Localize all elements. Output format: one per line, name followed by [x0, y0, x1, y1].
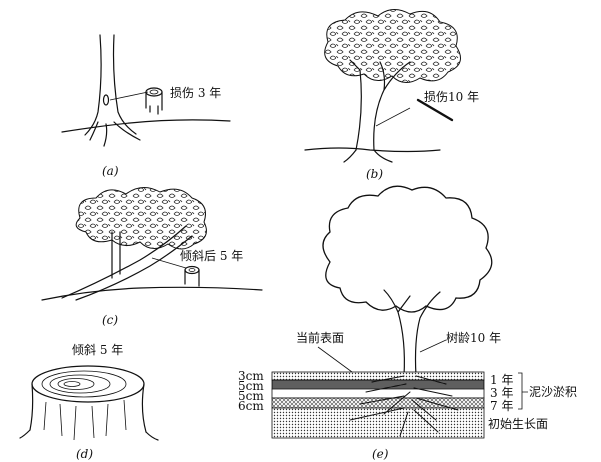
- panel-a-caption: (a): [102, 164, 119, 178]
- panel-e-years-1: 1 年: [490, 373, 513, 387]
- panel-b-canopy: [324, 9, 461, 83]
- panel-e-layer-1: [271, 371, 485, 381]
- panel-e-roots: [349, 375, 459, 437]
- panel-a: 损伤 3 年 (a): [61, 34, 231, 178]
- panel-d-stump: [19, 365, 159, 441]
- panel-b-roots: [343, 149, 393, 163]
- panel-e-thickness-1: 3cm: [238, 369, 264, 383]
- panel-a-ground: [61, 119, 231, 133]
- panel-c-canopy: [75, 187, 207, 250]
- panel-e-deposit-bracket: [518, 372, 528, 410]
- panel-c-caption: (c): [102, 313, 118, 327]
- panel-e-thickness-2: 5cm: [238, 379, 264, 393]
- panel-c-trunk: [61, 225, 193, 301]
- panel-a-scar: [102, 94, 110, 106]
- panel-e-canopy: [322, 185, 493, 313]
- panel-d-label: 倾斜 5 年: [72, 343, 123, 357]
- panel-a-trunk-right: [112, 34, 137, 135]
- panel-c-ground: [41, 286, 263, 301]
- panel-e-layer-3: [271, 388, 485, 399]
- panel-e-base-layer: [271, 407, 485, 439]
- panel-a-stump-icon: [145, 87, 163, 115]
- panel-b-branch-stub: [416, 98, 454, 122]
- panel-a-label: 损伤 3 年: [170, 86, 221, 100]
- panel-e-trunk: [383, 289, 441, 377]
- panel-e: 当前表面 树龄10 年 3cm 5cm 5cm 6cm 1 年 3 年 7 年 …: [238, 185, 577, 461]
- panel-c-stump-icon: [184, 265, 200, 287]
- panel-e-thickness-4: 6cm: [238, 399, 264, 413]
- panel-e-years-2: 3 年: [490, 386, 513, 400]
- panel-a-trunk-left: [84, 34, 102, 136]
- panel-b-label: 损伤10 年: [424, 90, 479, 104]
- panel-e-tree-age-pointer: [419, 339, 447, 353]
- panel-a-roots: [89, 121, 141, 147]
- panel-b-caption: (b): [366, 167, 383, 181]
- panel-e-surface-pointer: [317, 346, 353, 373]
- panel-d-caption: (d): [76, 447, 93, 461]
- panel-e-thickness-3: 5cm: [238, 389, 264, 403]
- panel-d: 倾斜 5 年 (d): [19, 343, 159, 461]
- panel-b-trunk: [349, 59, 411, 151]
- panel-a-pointer: [109, 91, 149, 101]
- panel-b-pointer: [375, 107, 411, 127]
- panel-b: 损伤10 年 (b): [304, 9, 479, 181]
- panel-c-label: 倾斜后 5 年: [180, 249, 243, 263]
- panel-e-base-label: 初始生长面: [488, 417, 548, 431]
- panel-e-years-4: 7 年: [490, 399, 513, 413]
- panel-e-deposit-label: 泥沙淤积: [529, 385, 577, 399]
- panel-c-pointer: [151, 257, 187, 269]
- panel-e-layer-4: [271, 397, 485, 409]
- panel-c: 倾斜后 5 年 (c): [41, 187, 263, 327]
- panel-e-caption: (e): [372, 447, 389, 461]
- panel-b-ground: [304, 147, 441, 153]
- panel-e-surface-label: 当前表面: [296, 330, 344, 345]
- panel-e-tree-age-label: 树龄10 年: [446, 330, 501, 345]
- panel-c-vertical-shoot: [111, 231, 121, 279]
